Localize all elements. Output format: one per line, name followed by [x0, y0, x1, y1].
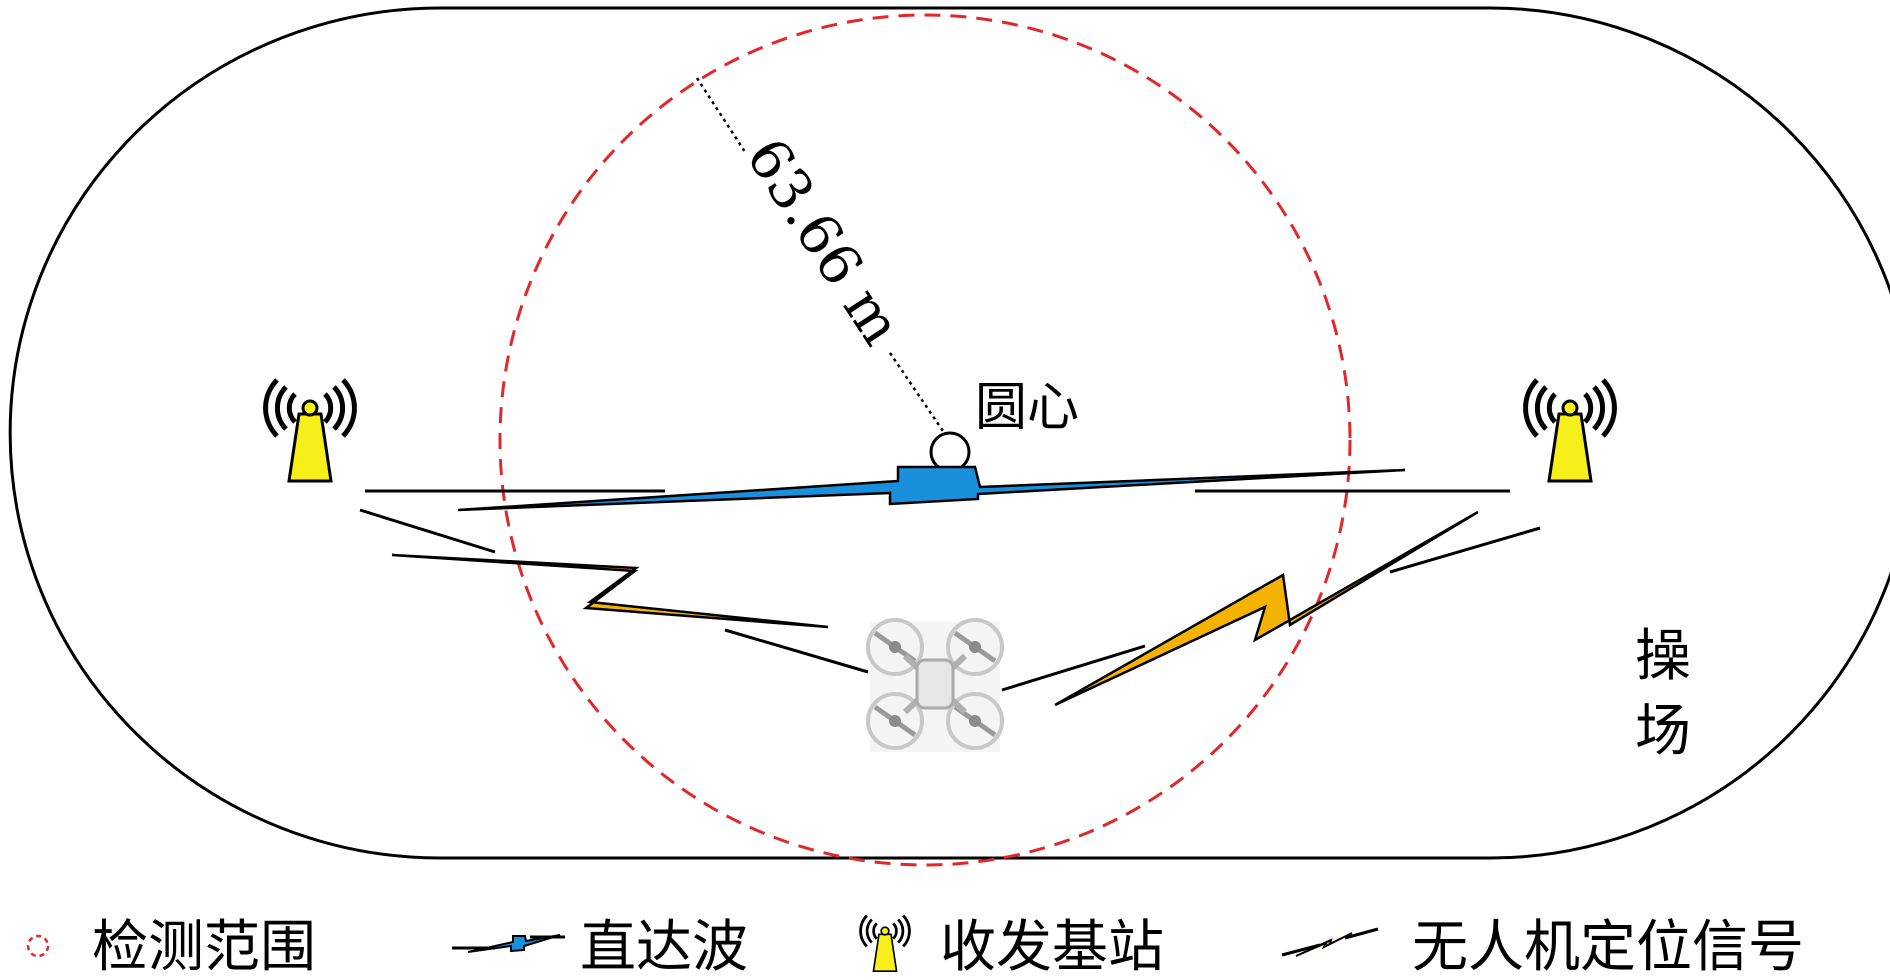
legend: 检测范围 直达波 收发基站 无人机定位信号	[26, 914, 1804, 980]
field-label-top: 操	[1635, 624, 1691, 689]
center-label: 圆心	[975, 378, 1079, 438]
uav-signal-line-right-a	[1389, 526, 1541, 574]
field-label-bottom: 场	[1635, 699, 1691, 764]
field-outline	[8, 6, 1890, 860]
uav-signal-line-left-b	[724, 628, 869, 674]
drone-icon	[868, 620, 1002, 752]
uav-signal-bolt-right	[1054, 510, 1479, 707]
legend-detection-label: 检测范围	[92, 915, 316, 980]
center-marker	[929, 431, 971, 473]
direct-wave-bolt	[457, 465, 1406, 512]
legend-direct-wave-label: 直达波	[580, 915, 748, 980]
radius-line	[695, 77, 747, 153]
legend-base-station-label: 收发基站	[940, 915, 1164, 980]
uav-signal-line-right-b	[1001, 644, 1146, 692]
uav-signal-bolt-left	[391, 553, 829, 629]
legend-detection-symbol	[26, 934, 50, 958]
radius-label: 63.66 m	[733, 127, 913, 356]
legend-uav-signal-symbol	[1281, 927, 1379, 957]
antenna-icon-left	[266, 380, 355, 481]
legend-antenna-icon	[859, 914, 911, 973]
antenna-icon-right	[1526, 380, 1615, 481]
legend-uav-signal-label: 无人机定位信号	[1412, 915, 1804, 980]
legend-direct-wave-symbol	[452, 934, 565, 953]
uav-signal-line-left-a	[359, 508, 496, 554]
detection-circle	[498, 13, 1352, 867]
radius-line-lower	[888, 352, 947, 435]
